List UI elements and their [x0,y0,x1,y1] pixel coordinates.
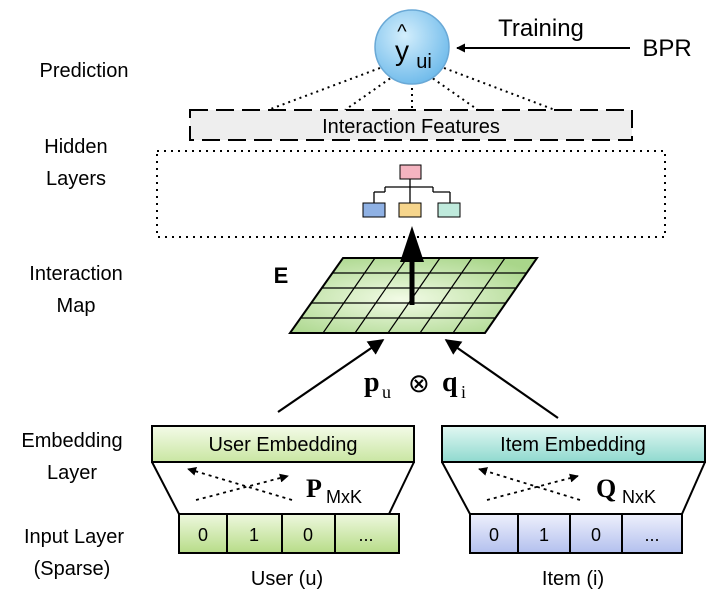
embedding-layer-label-line1: Embedding [21,430,122,452]
user-to-map-arrow [277,339,385,413]
map-to-hidden-arrow [400,226,424,305]
item-projection-arrow [486,473,579,501]
connection-line [267,67,381,111]
hidden-layer-label-line1: Hidden [44,136,107,158]
interaction-features-rect [189,109,633,141]
hidden-layer-label-line2: Layers [46,168,106,190]
item-matrix-subscript: NxK [622,487,656,507]
item-input-cell: ... [644,525,659,545]
user-input-cell: 0 [303,525,313,545]
user-matrix-symbol: P [306,474,322,503]
item-input-cell: 1 [539,525,549,545]
prediction-connections [267,67,556,111]
hidden-layers-box [156,150,666,238]
item-projection-arrow [478,467,581,501]
prediction-hat: ^ [397,21,407,43]
item-funnel-right [681,461,706,515]
interaction-features-box: Interaction Features [189,109,633,141]
connection-line [344,74,396,111]
user-embedding-label: User Embedding [209,434,358,456]
hidden-network-icon [362,164,461,218]
p-symbol: p [364,367,380,398]
layer-labels: Prediction Hidden Layers Interaction Map… [21,60,128,580]
user-input-vector [178,513,400,554]
bpr-label: BPR [642,35,691,62]
item-to-map-arrow [444,339,559,419]
interaction-map-grid [301,257,527,334]
q-subscript: i [461,382,466,402]
user-embedding-box [151,425,415,463]
training-annotation: Training BPR [456,15,692,62]
item-funnel-left [441,461,471,515]
hidden-node-right [437,202,461,218]
item-input-vector [469,513,683,554]
hidden-node-top [399,164,422,180]
user-funnel-right [388,461,415,515]
network-connectors [373,179,451,203]
input-layer-label-line1: Input Layer [24,526,124,548]
item-caption: Item (i) [542,568,604,590]
item-embedding-label: Item Embedding [500,434,646,456]
connection-line [427,74,479,111]
item-input-cell: 0 [591,525,601,545]
prediction-subscript: ui [416,51,432,73]
user-projection-arrow [195,473,289,501]
interaction-map: E [274,257,539,334]
prediction-layer-label: Prediction [40,60,129,82]
hidden-node-left [362,202,386,218]
user-projection-arrow [187,467,293,501]
item-branch: Item Embedding Q NxK 0 1 0 ... Item (i) [441,425,706,590]
user-matrix-subscript: MxK [326,487,362,507]
user-input-cell: 0 [198,525,208,545]
item-matrix-symbol: Q [596,474,616,503]
user-input-cell: ... [358,525,373,545]
interaction-features-label: Interaction Features [322,116,500,138]
embedding-layer-label-line2: Layer [47,462,97,484]
input-layer-label-line2: (Sparse) [34,558,111,580]
item-input-cell: 0 [489,525,499,545]
prediction-node: ^ y ui [374,9,450,85]
prediction-symbol: y [395,35,409,66]
item-embedding-box [441,425,706,463]
otimes-symbol: ⊗ [408,369,430,398]
interaction-map-label-line2: Map [57,295,96,317]
interaction-map-symbol: E [274,263,289,288]
user-funnel-left [151,461,180,515]
user-branch: User Embedding P MxK 0 1 0 ... User (u) [151,425,415,590]
prediction-circle [374,9,450,85]
hidden-node-middle [398,202,422,218]
user-caption: User (u) [251,568,323,590]
element-wise-product-label: p u ⊗ q i [364,367,466,402]
p-subscript: u [382,382,391,402]
q-symbol: q [442,367,458,398]
connection-line [443,67,556,111]
training-label: Training [498,15,584,42]
interaction-map-label-line1: Interaction [29,263,122,285]
user-input-cell: 1 [249,525,259,545]
